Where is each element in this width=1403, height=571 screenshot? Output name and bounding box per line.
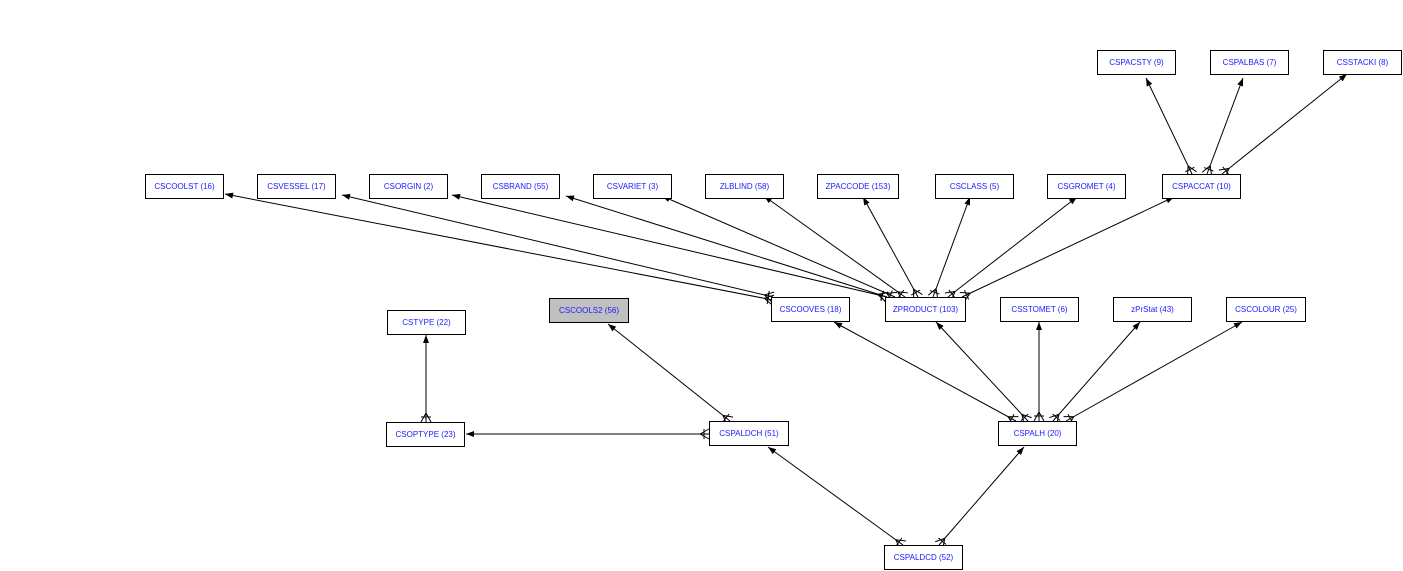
relationship-cspalh-zprstat [1049, 321, 1141, 425]
table-node-csstomet[interactable]: CSSTOMET (6) [1000, 297, 1079, 322]
relationship-cspaldcd-cspaldch [767, 446, 906, 550]
table-node-csgromet[interactable]: CSGROMET (4) [1047, 174, 1126, 199]
relationship-csoptype-cstype [420, 335, 432, 423]
relationship-cspaccat-cspacsty [1145, 77, 1197, 177]
table-node-cstype[interactable]: CSTYPE (22) [387, 310, 466, 335]
relationship-cspalh-cscolour [1063, 321, 1243, 426]
table-node-csbrand[interactable]: CSBRAND (55) [481, 174, 560, 199]
relationship-cscooves-cscoolst [224, 192, 775, 306]
relationship-cspaldch-csoptype [466, 428, 710, 440]
table-node-zlblind[interactable]: ZLBLIND (58) [705, 174, 784, 199]
table-node-zprstat[interactable]: zPrStat (43) [1113, 297, 1192, 322]
relationship-cspaccat-cspalbas [1201, 77, 1244, 176]
table-node-cspacsty[interactable]: CSPACSTY (9) [1097, 50, 1176, 75]
table-node-zpaccode[interactable]: ZPACCODE (153) [817, 174, 899, 199]
relationship-zproduct-csclass [927, 196, 971, 299]
table-node-cspalbas[interactable]: CSPALBAS (7) [1210, 50, 1289, 75]
relationship-zproduct-cspaccat [959, 196, 1175, 302]
relationship-cscooves-csvessel [341, 193, 775, 303]
table-node-cscoolst[interactable]: CSCOOLST (16) [145, 174, 224, 199]
relationship-cspalh-csstomet [1033, 322, 1045, 422]
table-node-csorgin[interactable]: CSORGIN (2) [369, 174, 448, 199]
table-node-cspaldch[interactable]: CSPALDCH (51) [709, 421, 789, 446]
table-node-cscolour[interactable]: CSCOLOUR (25) [1226, 297, 1306, 322]
relationship-zproduct-csorgin [451, 193, 889, 303]
table-node-csvariet[interactable]: CSVARIET (3) [593, 174, 672, 199]
relationship-cspaccat-csstacki [1218, 73, 1348, 179]
relationship-cspalh-zproduct [935, 321, 1032, 425]
relationship-zproduct-csbrand [565, 195, 889, 303]
table-node-zproduct[interactable]: ZPRODUCT (103) [885, 297, 966, 322]
table-node-csclass[interactable]: CSCLASS (5) [935, 174, 1014, 199]
relationship-cspaldcd-cspalh [935, 446, 1025, 549]
table-node-csvessel[interactable]: CSVESSEL (17) [257, 174, 336, 199]
table-node-cspaldcd[interactable]: CSPALDCD (52) [884, 545, 963, 570]
table-node-cspalh[interactable]: CSPALH (20) [998, 421, 1077, 446]
relationship-zproduct-zpaccode [862, 196, 923, 300]
table-node-cspaccat[interactable]: CSPACCAT (10) [1162, 174, 1241, 199]
table-node-cscools2[interactable]: CSCOOLS2 (56) [549, 298, 629, 323]
relationship-cspalh-cscooves [833, 321, 1019, 426]
table-node-csstacki[interactable]: CSSTACKI (8) [1323, 50, 1402, 75]
relationship-cspaldch-cscools2 [607, 323, 734, 426]
table-node-csoptype[interactable]: CSOPTYPE (23) [386, 422, 465, 447]
table-node-cscooves[interactable]: CSCOOVES (18) [771, 297, 850, 322]
